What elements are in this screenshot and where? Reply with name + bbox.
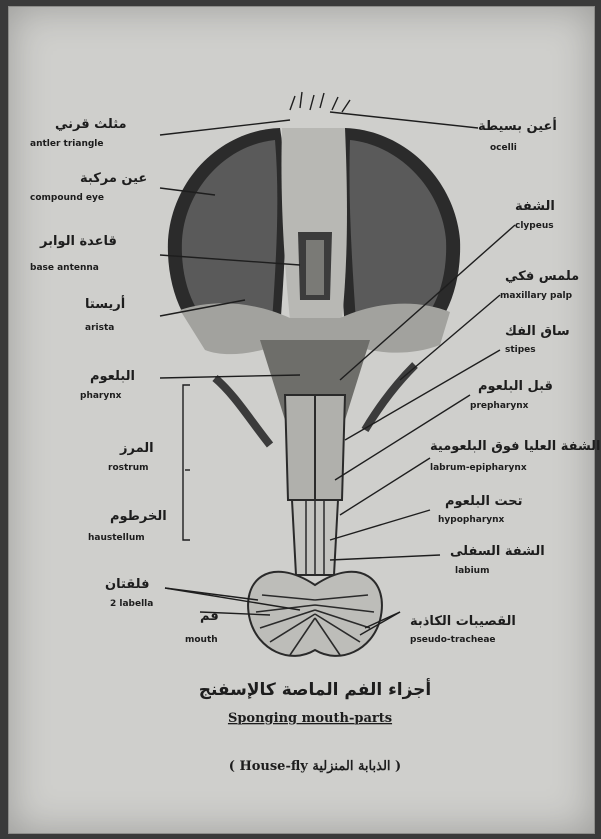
- label-arista-en: arista: [85, 323, 114, 333]
- label-maxillary-palp-ar: ملمس فكي: [505, 269, 579, 284]
- fly-head: [168, 92, 460, 354]
- caption-arabic: أجزاء الفم الماصة كالإسفنج: [199, 678, 432, 700]
- label-haustellum-en: haustellum: [88, 533, 145, 543]
- maxillary-palp-left: [215, 378, 270, 445]
- label-mouth-en: mouth: [185, 635, 218, 645]
- label-pseudo-tracheae-ar: القصيبات الكاذبة: [410, 614, 516, 629]
- label-pharynx-en: pharynx: [80, 391, 122, 401]
- proboscis: [215, 340, 415, 656]
- label-ocelli-ar: أعين بسيطة: [478, 117, 557, 134]
- label-pharynx-ar: البلعوم: [90, 369, 135, 384]
- label-mouth-ar: فم: [200, 609, 219, 624]
- label-antler-triangle-en: antler triangle: [30, 139, 103, 149]
- label-labella-ar: فلقتان: [105, 577, 149, 592]
- caption-english: Sponging mouth-parts: [228, 711, 392, 726]
- label-base-antenna-en: base antenna: [30, 263, 99, 273]
- label-labium-ar: الشفة السفلى: [450, 544, 545, 559]
- caption-subtitle: ( House-fly الذبابة المنزلية ): [229, 759, 401, 774]
- label-hypopharynx-ar: تحت البلعوم: [445, 494, 523, 509]
- label-prepharynx-ar: قبل البلعوم: [478, 379, 553, 394]
- label-labella-en: 2 labella: [110, 599, 153, 609]
- label-clypeus-en: clypeus: [515, 221, 554, 231]
- label-labium-en: labium: [455, 566, 489, 576]
- label-base-antenna-ar: قاعدة الوابر: [39, 234, 117, 249]
- label-compound-eye-en: compound eye: [30, 193, 104, 203]
- label-rostrum-ar: المرز: [119, 441, 154, 456]
- label-pseudo-tracheae-en: pseudo-tracheae: [410, 635, 496, 645]
- label-antler-triangle-ar: مثلث قرني: [55, 117, 127, 132]
- label-compound-eye-ar: عين مركبة: [80, 171, 147, 186]
- label-haustellum-ar: الخرطوم: [110, 509, 167, 524]
- label-rostrum-en: rostrum: [108, 463, 149, 473]
- label-labrum-epipharynx-ar: الشفة العليا فوق البلعومية: [430, 439, 601, 454]
- label-prepharynx-en: prepharynx: [470, 401, 529, 411]
- caption: أجزاء الفم الماصة كالإسفنج Sponging mout…: [199, 678, 432, 774]
- label-maxillary-palp-en: maxillary palp: [500, 291, 573, 301]
- maxillary-palp-right: [365, 365, 415, 430]
- label-ocelli-en: ocelli: [490, 143, 517, 153]
- label-arista-ar: أريستا: [85, 295, 125, 312]
- label-stipes-ar: ساق الفك: [505, 324, 570, 339]
- label-labrum-epipharynx-en: labrum-epipharynx: [430, 463, 527, 473]
- label-hypopharynx-en: hypopharynx: [438, 515, 505, 525]
- labella: [248, 572, 382, 656]
- label-clypeus-ar: الشفة: [515, 199, 555, 214]
- label-stipes-en: stipes: [505, 345, 536, 355]
